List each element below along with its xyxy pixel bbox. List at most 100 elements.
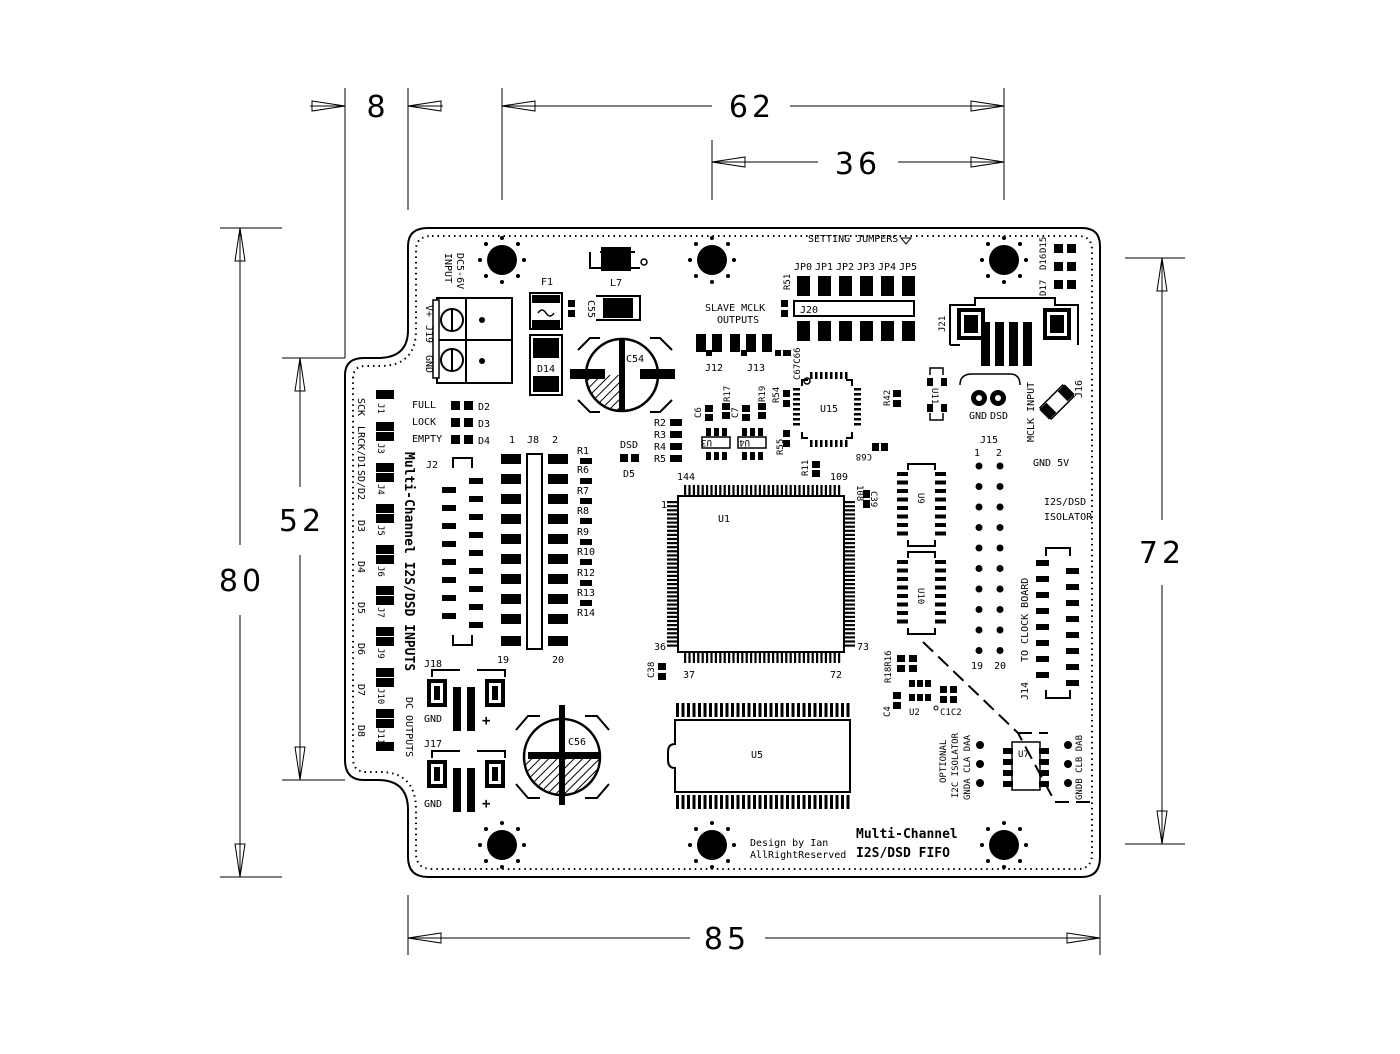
gnd-dsd-label-1: GND xyxy=(969,411,987,422)
r6-label: R6 xyxy=(577,465,589,476)
u5-pad xyxy=(819,703,822,717)
u5-pad xyxy=(797,703,800,717)
j10-label: J10 xyxy=(375,688,385,704)
u5-pad xyxy=(753,795,756,809)
u1-pad xyxy=(736,653,739,663)
u15-pad xyxy=(810,440,813,447)
j15-pin1-label: 1 xyxy=(974,448,980,459)
c39-label: C39 xyxy=(868,491,878,507)
optional-label-2: I2C ISOLATOR xyxy=(951,732,961,798)
u1-pad xyxy=(692,485,695,495)
j15-pin2-label: 2 xyxy=(996,448,1002,459)
u10-pad xyxy=(935,568,946,573)
j15-pin xyxy=(996,544,1004,552)
u1-pad xyxy=(741,653,744,663)
plus-j18-label: + xyxy=(482,713,490,729)
l7-label: L7 xyxy=(610,278,622,289)
u10-pad xyxy=(935,577,946,581)
resistors-r2-r5: R2 R3 R4 R5 DSD D5 xyxy=(620,418,682,480)
u1-pad xyxy=(697,485,700,495)
dc-input-label-2: INPUT xyxy=(442,253,453,283)
u1-pad xyxy=(706,485,709,495)
r2-label: R2 xyxy=(654,418,666,429)
board-outline xyxy=(344,227,1101,878)
j19-label: J19 xyxy=(423,325,434,343)
sd-label: SD/D2 xyxy=(355,470,366,500)
j2-label: J2 xyxy=(426,460,438,471)
u1-pad xyxy=(845,587,855,590)
dimension-values: 8 62 36 52 80 72 85 xyxy=(219,90,1185,957)
u5-pad xyxy=(830,795,833,809)
u15-pad xyxy=(793,408,800,411)
u5-pad xyxy=(813,795,817,809)
d3-label: D3 xyxy=(478,419,490,430)
u5-pad xyxy=(813,703,817,717)
r9-label: R9 xyxy=(577,527,589,538)
gndb-label: GNDB CLB DAB xyxy=(1075,735,1085,800)
u15-pad xyxy=(854,403,861,406)
u5-pad xyxy=(802,703,806,717)
u4-label: U4 xyxy=(739,437,750,447)
u1-pad xyxy=(706,653,709,663)
u1-pad xyxy=(824,485,827,495)
vplus-label: V+ xyxy=(423,305,434,317)
u1-pad xyxy=(667,505,677,508)
u5-pad xyxy=(775,795,778,809)
u1-pad xyxy=(845,513,855,516)
power-input: DC5-6V INPUT V+ J19 GND xyxy=(423,253,513,384)
u5-pad xyxy=(780,703,784,717)
u1-pad xyxy=(667,595,677,598)
u15-chip: U15 R42 C68 R11 xyxy=(793,372,901,477)
u5-pad xyxy=(731,795,734,809)
u10-label: U10 xyxy=(915,588,925,604)
dim-36: 36 xyxy=(835,147,881,182)
u1-pad xyxy=(845,644,855,647)
j15-pin20-label: 20 xyxy=(994,661,1006,672)
r10-label: R10 xyxy=(577,547,595,558)
u5-pad xyxy=(736,795,740,809)
u1-pad xyxy=(667,578,677,582)
u5-pad xyxy=(808,703,811,717)
u1-pad xyxy=(667,611,677,614)
u1-pad xyxy=(772,485,775,495)
j15-pin xyxy=(975,606,983,613)
j13-label: J13 xyxy=(747,363,765,374)
u1-pad xyxy=(845,566,855,569)
r1-label: R1 xyxy=(577,446,589,457)
u5-pad xyxy=(709,795,712,809)
u1-pad xyxy=(785,485,788,495)
u1-pad xyxy=(845,509,855,512)
u1-pad xyxy=(745,485,748,495)
u5-pad xyxy=(769,703,773,717)
dim-85: 85 xyxy=(704,922,750,957)
u15-label: U15 xyxy=(820,404,838,415)
r5-label: R5 xyxy=(654,454,666,465)
u9-pad xyxy=(897,506,908,510)
gnd-j19-label: GND xyxy=(423,355,434,373)
u15-pad xyxy=(854,418,861,421)
to-clock-board-label: TO CLOCK BOARD xyxy=(1020,578,1031,662)
j15-pin xyxy=(975,626,983,634)
c67c66-label: C67C66 xyxy=(793,347,803,380)
u15-pad xyxy=(835,372,838,379)
u1-pad xyxy=(845,595,855,598)
fuse-inductor: F1 L7 C55 D14 xyxy=(529,247,648,396)
u9-pad xyxy=(935,472,946,476)
j15-pin xyxy=(975,544,983,552)
u5-pad xyxy=(824,795,828,809)
r11-label: R11 xyxy=(801,460,811,476)
j18-label: J18 xyxy=(424,659,442,670)
board-title-1: Multi-Channel xyxy=(856,827,958,842)
u5-pad xyxy=(791,703,795,717)
u5-pad xyxy=(841,795,844,809)
credits: Design by Ian AllRightReserved Multi-Cha… xyxy=(750,827,958,861)
j14-connector: TO CLOCK BOARD J14 xyxy=(1020,547,1079,700)
c7-label: C7 xyxy=(731,407,741,418)
c55-label: C55 xyxy=(585,300,596,318)
u5-pad xyxy=(676,795,679,809)
u1-pad xyxy=(845,615,855,618)
dim-72: 72 xyxy=(1139,536,1185,571)
u1-pad xyxy=(750,485,753,495)
c38-label: C38 xyxy=(647,662,657,678)
u9-pad xyxy=(897,514,908,519)
